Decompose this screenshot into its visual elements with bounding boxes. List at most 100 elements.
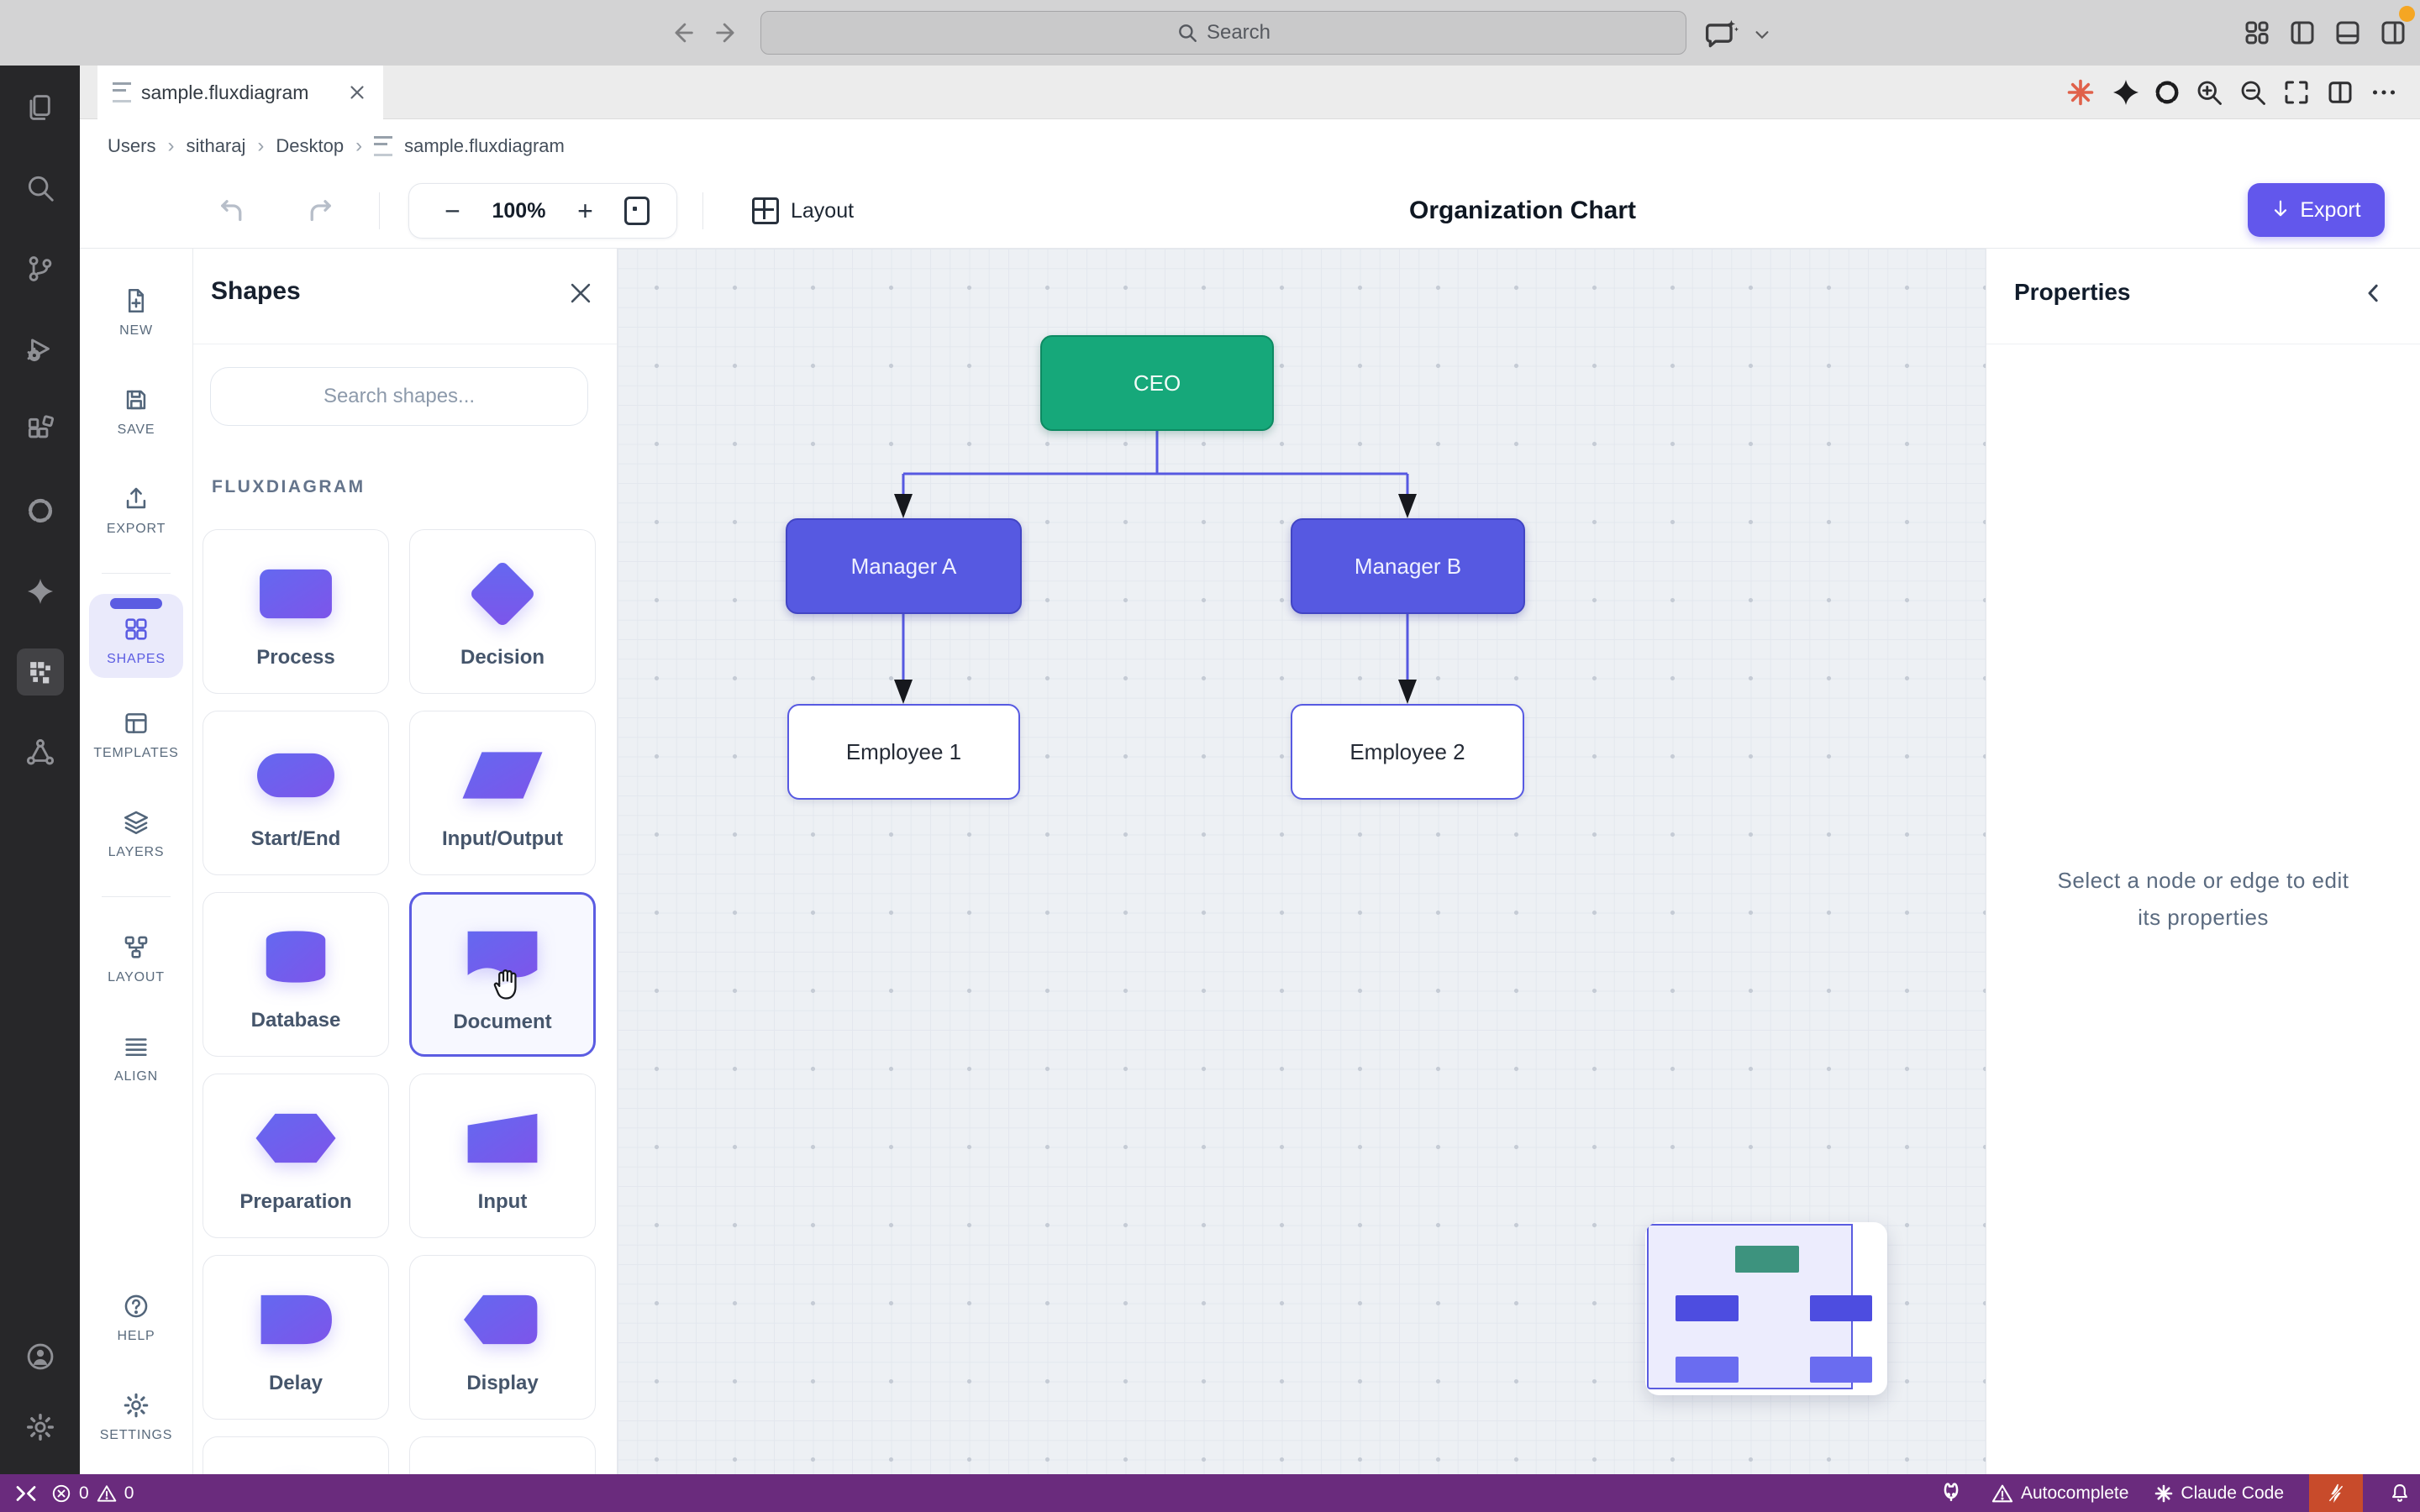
shape-card-document[interactable]: Document bbox=[409, 892, 596, 1057]
power-alert-badge[interactable] bbox=[2309, 1474, 2363, 1512]
account-icon[interactable] bbox=[17, 1333, 64, 1380]
diagram-canvas[interactable]: CEO Manager A Manager B Employee 1 Emplo… bbox=[618, 249, 1986, 1474]
more-actions-icon[interactable] bbox=[2369, 77, 2399, 108]
export-button[interactable]: Export bbox=[2248, 183, 2385, 237]
layout-button-label: Layout bbox=[791, 198, 855, 223]
autocomplete-status[interactable]: Autocomplete bbox=[1991, 1482, 2128, 1505]
node-manager-b[interactable]: Manager B bbox=[1291, 518, 1525, 614]
copilot-pet-icon[interactable] bbox=[1937, 1479, 1965, 1508]
tab-close-icon[interactable] bbox=[346, 81, 368, 103]
rail-item-shapes[interactable]: SHAPES bbox=[89, 594, 183, 678]
node-label: CEO bbox=[1133, 370, 1181, 396]
toggle-right-sidebar-icon[interactable] bbox=[2378, 18, 2408, 48]
ai-chat-icon[interactable] bbox=[1704, 15, 1741, 52]
shape-card-delay[interactable]: Delay bbox=[203, 1255, 389, 1420]
search-placeholder: Search bbox=[1206, 21, 1271, 44]
rail-item-new[interactable]: NEW bbox=[89, 270, 183, 354]
sparkle-icon[interactable] bbox=[17, 568, 64, 615]
extensions-icon[interactable] bbox=[17, 407, 64, 454]
openai-icon[interactable] bbox=[17, 487, 64, 534]
search-shapes-input[interactable]: Search shapes... bbox=[210, 367, 588, 426]
diagram-title: Organization Chart bbox=[1408, 196, 1637, 224]
global-search-input[interactable]: Search bbox=[760, 11, 1686, 55]
close-icon[interactable] bbox=[566, 279, 595, 307]
fit-view-button[interactable] bbox=[624, 197, 650, 225]
shape-card-decision[interactable]: Decision bbox=[409, 529, 596, 694]
shape-card-database[interactable]: Database bbox=[203, 892, 389, 1057]
claude-code-status[interactable]: Claude Code bbox=[2154, 1483, 2284, 1504]
shape-card-process[interactable]: Process bbox=[203, 529, 389, 694]
rail-item-save[interactable]: SAVE bbox=[89, 370, 183, 454]
breadcrumb-separator: › bbox=[257, 134, 265, 157]
zoom-out-icon[interactable] bbox=[2238, 77, 2268, 108]
zoom-in-icon[interactable] bbox=[2194, 77, 2224, 108]
properties-panel: Properties Select a node or edge to edit… bbox=[1986, 249, 2420, 1474]
node-label: Employee 2 bbox=[1349, 738, 1465, 764]
shape-card-preparation[interactable]: Preparation bbox=[203, 1074, 389, 1238]
shape-card-start-end[interactable]: Start/End bbox=[203, 711, 389, 875]
notifications-bell-icon[interactable] bbox=[2388, 1482, 2412, 1505]
source-control-icon[interactable] bbox=[17, 245, 64, 292]
problems-indicator[interactable]: 0 0 bbox=[50, 1483, 134, 1504]
export-button-label: Export bbox=[2300, 197, 2361, 222]
node-ceo[interactable]: CEO bbox=[1040, 335, 1274, 431]
sparkle-diamond-icon[interactable] bbox=[2111, 77, 2141, 108]
shape-card-roundrect[interactable] bbox=[409, 1436, 596, 1474]
shape-card-display[interactable]: Display bbox=[409, 1255, 596, 1420]
breadcrumb-item[interactable]: Users bbox=[108, 134, 156, 156]
node-manager-a[interactable]: Manager A bbox=[786, 518, 1022, 614]
rail-item-label: LAYOUT bbox=[108, 970, 165, 984]
breadcrumb-item[interactable]: sitharaj bbox=[186, 134, 246, 156]
fullscreen-icon[interactable] bbox=[2281, 77, 2312, 108]
manage-settings-icon[interactable] bbox=[17, 1404, 64, 1451]
history-forward-icon[interactable] bbox=[713, 18, 741, 47]
tab-sample-fluxdiagram[interactable]: sample.fluxdiagram bbox=[97, 66, 383, 119]
layout-grid-icon[interactable] bbox=[2242, 18, 2272, 48]
search-icon[interactable] bbox=[17, 165, 64, 212]
explorer-icon[interactable] bbox=[17, 84, 64, 131]
inputoutput-shape-icon bbox=[447, 737, 558, 814]
startend-shape-icon bbox=[240, 737, 351, 814]
rail-item-label: TEMPLATES bbox=[93, 746, 179, 760]
collapse-panel-icon[interactable] bbox=[2361, 281, 2386, 306]
rail-item-align[interactable]: ALIGN bbox=[89, 1016, 183, 1100]
diagram-network-icon[interactable] bbox=[17, 729, 64, 776]
chevron-down-icon[interactable] bbox=[1753, 25, 1771, 44]
shape-card-circle[interactable] bbox=[203, 1436, 389, 1474]
redo-icon[interactable] bbox=[305, 196, 335, 226]
zoom-in-button[interactable]: + bbox=[577, 196, 593, 226]
node-employee-2[interactable]: Employee 2 bbox=[1291, 704, 1524, 800]
zoom-out-button[interactable]: − bbox=[445, 196, 460, 226]
fluxdiagram-extension-icon[interactable] bbox=[16, 648, 64, 696]
shape-card-label: Input bbox=[477, 1190, 528, 1213]
layout-button[interactable]: Layout bbox=[744, 185, 862, 237]
run-debug-icon[interactable] bbox=[17, 326, 64, 373]
breadcrumb-item[interactable]: Desktop bbox=[276, 134, 345, 156]
input-shape-icon bbox=[447, 1100, 558, 1177]
node-employee-1[interactable]: Employee 1 bbox=[787, 704, 1020, 800]
toggle-left-sidebar-icon[interactable] bbox=[2287, 18, 2317, 48]
breadcrumb-file[interactable]: sample.fluxdiagram bbox=[404, 134, 565, 156]
rail-divider bbox=[102, 573, 171, 574]
shape-card-input[interactable]: Input bbox=[409, 1074, 596, 1238]
shape-card-input-output[interactable]: Input/Output bbox=[409, 711, 596, 875]
minimap[interactable] bbox=[1645, 1222, 1887, 1395]
breadcrumb-separator: › bbox=[167, 134, 175, 157]
openai-logo-icon[interactable] bbox=[2152, 77, 2182, 108]
rail-item-label: EXPORT bbox=[106, 522, 166, 536]
rail-item-settings[interactable]: SETTINGS bbox=[89, 1375, 183, 1459]
tool-rail: NEW SAVE EXPORT SHAPES TEMPLATES LAYERS LAYOUT… bbox=[80, 249, 193, 1474]
history-back-icon[interactable] bbox=[668, 18, 697, 47]
activity-bar bbox=[0, 66, 80, 1474]
claude-asterisk-icon[interactable] bbox=[2065, 77, 2096, 108]
rail-item-layout[interactable]: LAYOUT bbox=[89, 917, 183, 1001]
rail-item-layers[interactable]: LAYERS bbox=[89, 792, 183, 876]
rail-item-templates[interactable]: TEMPLATES bbox=[89, 693, 183, 777]
preparation-shape-icon bbox=[240, 1100, 351, 1177]
split-editor-icon[interactable] bbox=[2325, 77, 2355, 108]
rail-item-export[interactable]: EXPORT bbox=[89, 469, 183, 553]
rail-item-help[interactable]: HELP bbox=[89, 1276, 183, 1360]
remote-indicator-icon[interactable] bbox=[13, 1481, 39, 1506]
toggle-bottom-panel-icon[interactable] bbox=[2333, 18, 2363, 48]
undo-icon[interactable] bbox=[217, 196, 247, 226]
